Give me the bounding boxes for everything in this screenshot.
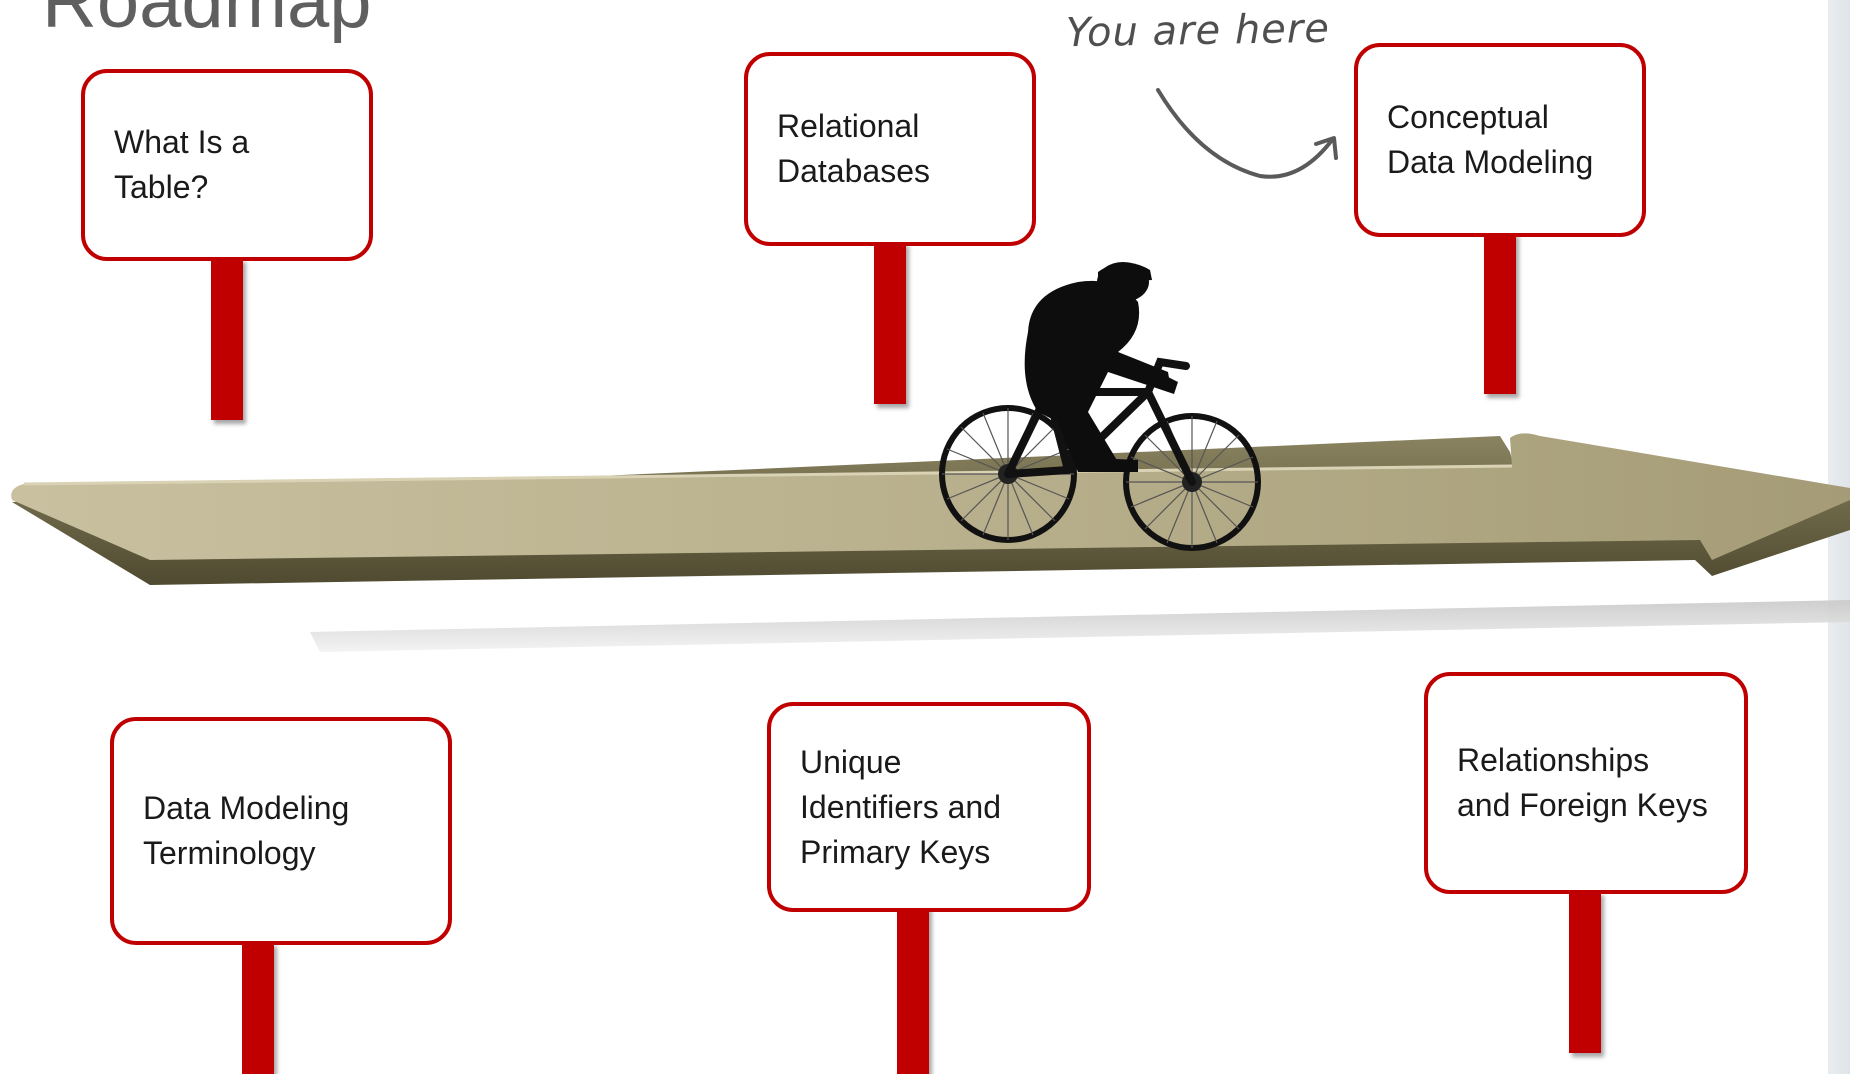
sign-what-is-a-table: What Is a Table?: [81, 69, 373, 261]
sign-conceptual-data-modeling: Conceptual Data Modeling: [1354, 43, 1646, 237]
sign-label: Relationships and Foreign Keys: [1457, 742, 1708, 823]
curved-arrow-icon: [1156, 88, 1334, 179]
sign-pole: [874, 242, 906, 404]
road-surface: [11, 433, 1850, 560]
sign-label: Conceptual Data Modeling: [1387, 99, 1594, 180]
sign-label: Unique Identifiers and Primary Keys: [800, 743, 1002, 870]
you-are-here-annotation: You are here: [1065, 5, 1331, 57]
sign-relationships-and-foreign-keys: Relationships and Foreign Keys: [1424, 672, 1748, 894]
sign-relational-databases: Relational Databases: [744, 52, 1036, 246]
sign-label: What Is a Table?: [114, 124, 250, 205]
slide-edge-strip: [1828, 0, 1850, 1074]
sign-data-modeling-terminology: Data Modeling Terminology: [110, 717, 452, 945]
cyclist-icon: [939, 262, 1261, 551]
sign-pole: [1569, 891, 1601, 1053]
sign-pole: [897, 906, 929, 1074]
page-title: Roadmap: [42, 0, 372, 44]
sign-label: Relational Databases: [777, 108, 930, 189]
sign-pole: [211, 258, 243, 420]
sign-label: Data Modeling Terminology: [143, 790, 350, 871]
sign-unique-identifiers-and-primary-keys: Unique Identifiers and Primary Keys: [767, 702, 1091, 912]
sign-pole: [1484, 232, 1516, 394]
sign-pole: [242, 942, 274, 1074]
road-shadow: [310, 600, 1850, 652]
